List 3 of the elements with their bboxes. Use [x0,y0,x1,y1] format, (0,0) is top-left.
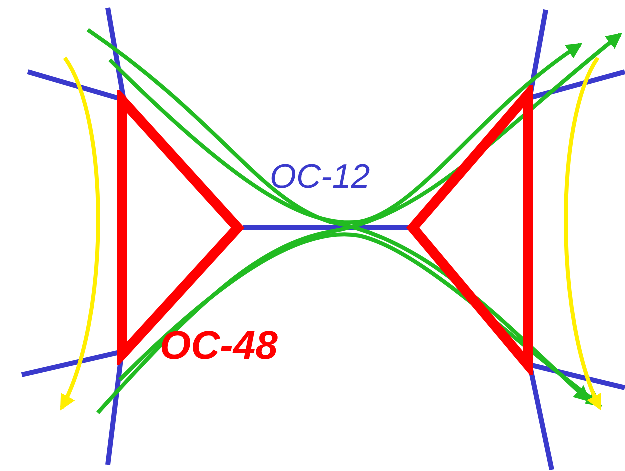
link-line [243,226,408,230]
ring-label: OC-48 [160,326,278,366]
edge-label: OC-12 [270,160,370,194]
